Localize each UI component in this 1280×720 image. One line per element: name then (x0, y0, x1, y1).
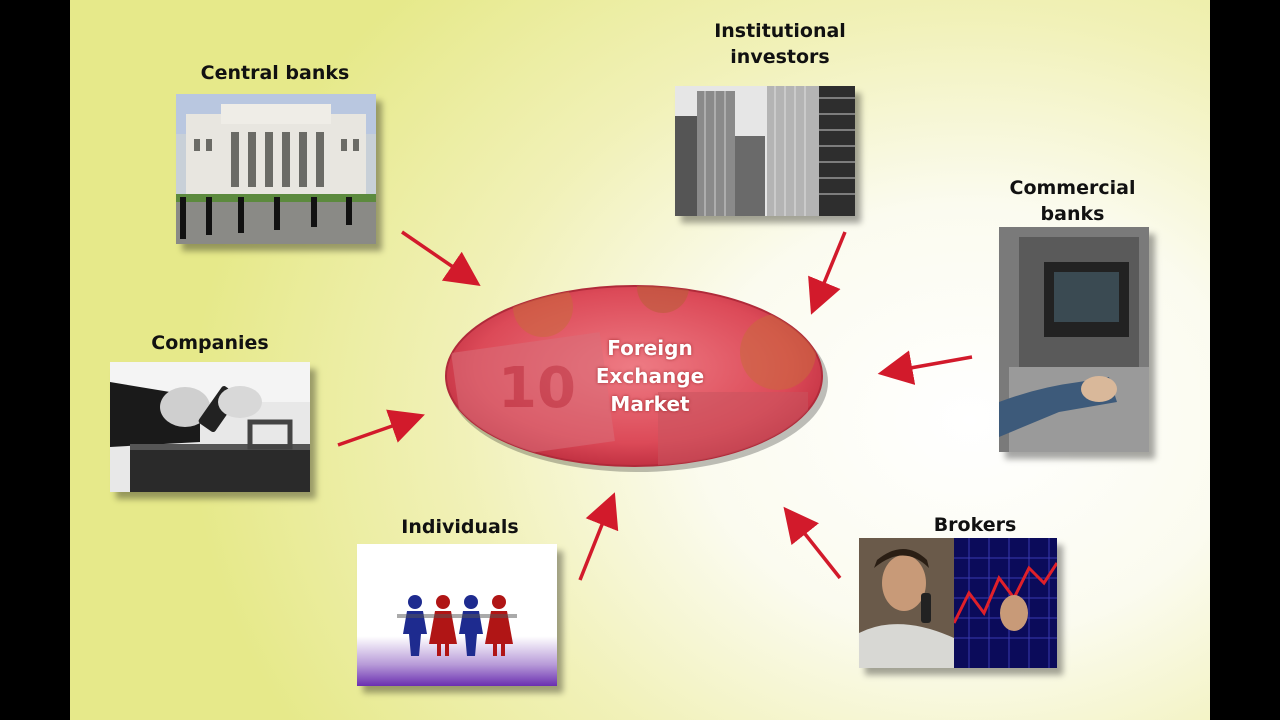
label-commercial-line-1: Commercial (1009, 177, 1136, 199)
paper-people-image (357, 544, 557, 686)
label-companies: Companies (151, 332, 269, 354)
market-title-line-2: Exchange (595, 364, 705, 388)
atm-machine-image (999, 227, 1149, 452)
label-brokers: Brokers (933, 514, 1017, 536)
arrow-companies (337, 409, 425, 447)
label-commercial-line-2: banks (1040, 203, 1105, 225)
arrow-brokers (783, 506, 842, 580)
arrow-commercial-banks (877, 350, 973, 385)
arrow-individuals (578, 492, 619, 581)
market-title-line-3: Market (610, 392, 690, 416)
briefcase-phone-image (110, 362, 310, 492)
label-institutional-investors: Institutional investors (675, 18, 885, 70)
market-title: Foreign Exchange Market (510, 334, 790, 418)
central-bank-building-image (176, 94, 376, 244)
diagram-stage: 10 Foreign Exchange Market Central banks (70, 0, 1210, 720)
label-central-banks: Central banks (200, 62, 350, 84)
label-individuals: Individuals (401, 516, 519, 538)
broker-chart-image (859, 538, 1057, 668)
arrow-central-banks (401, 230, 481, 286)
market-ellipse: 10 (445, 285, 828, 472)
label-institutional-line-1: Institutional (714, 20, 846, 42)
label-institutional-line-2: investors (730, 46, 830, 68)
skyscrapers-image (675, 86, 855, 216)
market-title-line-1: Foreign (607, 336, 693, 360)
label-commercial-banks: Commercial banks (985, 175, 1160, 227)
svg-text:10: 10 (498, 356, 576, 421)
